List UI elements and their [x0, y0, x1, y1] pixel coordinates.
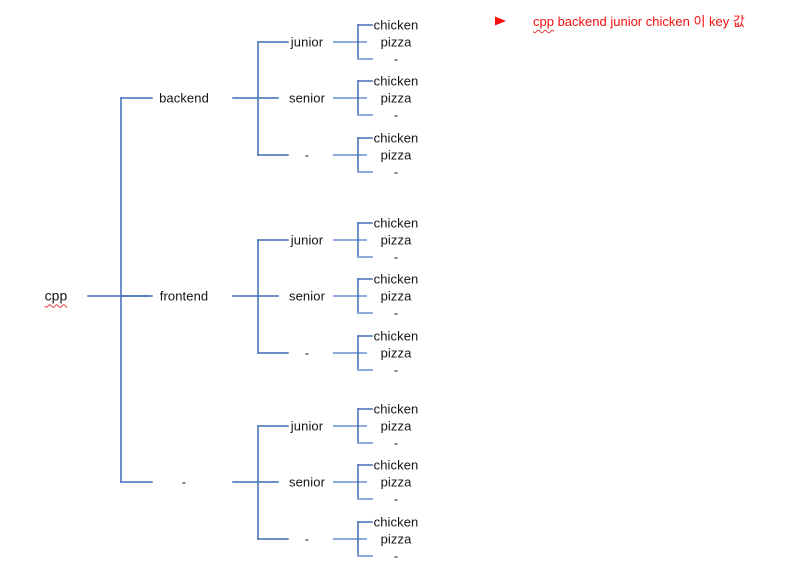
tree-leaf-2-1-1-label: pizza: [380, 474, 412, 490]
tree-leaf-0-2-2-label: -: [393, 164, 399, 180]
annotation: cpp backend junior chicken 이 key 값: [533, 14, 745, 30]
tree-l3-node-2-2-label: -: [304, 531, 310, 547]
tree-leaf-1-2-1-label: pizza: [380, 345, 412, 361]
tree-leaf-1-2-2-label: -: [393, 362, 399, 378]
tree-leaf-1-2-0-label: chicken: [373, 328, 419, 344]
tree-l3-node-2-1-label: senior: [288, 474, 326, 490]
tree-l3-node-0-0-label: junior: [290, 34, 324, 50]
tree-leaf-0-0-2-label: -: [393, 51, 399, 67]
tree-leaf-1-0-2-label: -: [393, 249, 399, 265]
tree-leaf-2-0-1-label: pizza: [380, 418, 412, 434]
tree-l3-node-2-0-label: junior: [290, 418, 324, 434]
tree-leaf-2-0-0-label: chicken: [373, 401, 419, 417]
tree-l3-node-0-2-label: -: [304, 147, 310, 163]
tree-leaf-0-0-1-label: pizza: [380, 34, 412, 50]
tree-leaf-2-1-0-label: chicken: [373, 457, 419, 473]
annotation-key-word: cpp: [533, 14, 554, 29]
tree-l2-node-1-label: frontend: [159, 288, 209, 304]
tree-leaf-1-1-0-label: chicken: [373, 271, 419, 287]
tree-leaf-2-2-1-label: pizza: [380, 531, 412, 547]
tree-leaf-0-1-2-label: -: [393, 107, 399, 123]
tree-leaf-2-2-2-label: -: [393, 548, 399, 564]
tree-leaf-0-2-1-label: pizza: [380, 147, 412, 163]
tree-leaf-0-2-0-label: chicken: [373, 130, 419, 146]
tree-leaf-1-0-1-label: pizza: [380, 232, 412, 248]
tree-l2-node-2-label: -: [181, 474, 187, 490]
tree-leaf-0-0-0-label: chicken: [373, 17, 419, 33]
tree-l3-node-1-1-label: senior: [288, 288, 326, 304]
annotation-text: backend junior chicken 이 key 값: [553, 14, 745, 29]
tree-leaf-1-1-1-label: pizza: [380, 288, 412, 304]
tree-leaf-1-1-2-label: -: [393, 305, 399, 321]
tree-l3-node-1-2-label: -: [304, 345, 310, 361]
tree-leaf-0-1-0-label: chicken: [373, 73, 419, 89]
tree-l2-node-0-label: backend: [159, 90, 209, 106]
tree-l3-node-0-1-label: senior: [288, 90, 326, 106]
tree-root-label: cpp: [44, 287, 68, 304]
tree-leaf-2-2-0-label: chicken: [373, 514, 419, 530]
tree-leaf-1-0-0-label: chicken: [373, 215, 419, 231]
tree-leaf-0-1-1-label: pizza: [380, 90, 412, 106]
annotation-arrowhead-icon: [495, 16, 506, 26]
tree-leaf-2-1-2-label: -: [393, 491, 399, 507]
tree-leaf-2-0-2-label: -: [393, 435, 399, 451]
tree-l3-node-1-0-label: junior: [290, 232, 324, 248]
